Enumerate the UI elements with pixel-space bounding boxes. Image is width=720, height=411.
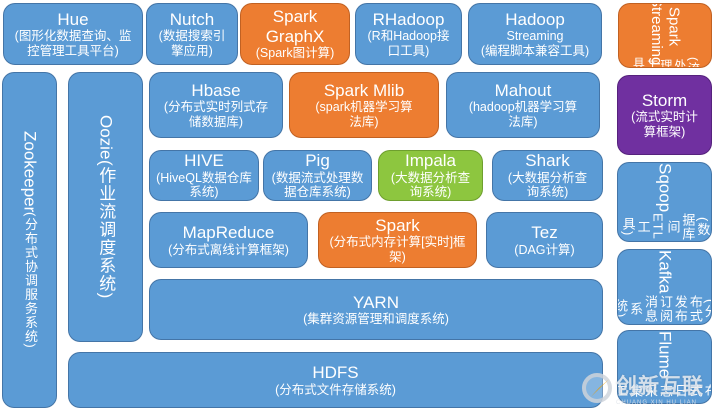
hadoop-streaming-subtitle: Streaming xyxy=(506,29,564,44)
sqoop-box: Sqoop (数据库间ETL工具) xyxy=(617,162,712,242)
shark-desc: (大数据分析查询系统) xyxy=(507,170,588,200)
zookeeper-box: Zookeeper (分布式协调服务系统) xyxy=(2,72,57,408)
hdfs-box: HDFS (分布式文件存储系统) xyxy=(68,352,603,408)
spark-graphx-box: Spark GraphX (Spark图计算) xyxy=(240,3,350,65)
nutch-title: Nutch xyxy=(169,9,215,29)
rhadoop-box: RHadoop (R和Hadoop接口工具) xyxy=(355,3,462,65)
flume-box: Flume (分布式日志采集工具) xyxy=(617,330,712,404)
spark-streaming-desc: (流处理工具) xyxy=(631,56,701,68)
hbase-desc: (分布式实时列式存储数据库) xyxy=(163,100,269,129)
pig-box: Pig (数据流式处理数据仓库系统) xyxy=(263,150,372,201)
mapreduce-title: MapReduce xyxy=(182,223,275,243)
kafka-desc: (分布式发布订阅消息系统) xyxy=(617,294,712,323)
oozie-title: Oozie xyxy=(96,115,116,160)
spark-box: Spark (分布式内存计算[实时]框架) xyxy=(318,212,477,268)
yarn-box: YARN (集群资源管理和调度系统) xyxy=(149,279,603,340)
spark-desc: (分布式内存计算[实时]框架) xyxy=(329,235,466,264)
spark-streaming-box: Spark Streaming (流处理工具) xyxy=(618,3,712,68)
flume-desc: (分布式日志采集工具) xyxy=(617,383,712,398)
spark-mlib-desc: (spark机器学习算法库) xyxy=(315,100,413,129)
hdfs-desc: (分布式文件存储系统) xyxy=(275,382,396,397)
spark-title: Spark xyxy=(375,215,420,235)
tez-desc: (DAG计算) xyxy=(514,242,575,257)
sqoop-desc: (数据库间ETL工具) xyxy=(620,212,711,241)
hbase-title: Hbase xyxy=(191,80,241,100)
impala-title: Impala xyxy=(404,151,457,171)
rhadoop-title: RHadoop xyxy=(372,9,445,29)
hive-box: HIVE (HiveQL数据仓库系统) xyxy=(149,150,259,201)
mapreduce-desc: (分布式离线计算框架) xyxy=(168,242,289,257)
yarn-desc: (集群资源管理和调度系统) xyxy=(303,312,449,327)
oozie-desc: (作业流调度系统) xyxy=(96,159,116,299)
mahout-desc: (hadoop机器学习算法库) xyxy=(468,100,578,129)
hadoop-streaming-box: Hadoop Streaming (编程脚本兼容工具) xyxy=(468,3,602,65)
hue-desc: (图形化数据查询、监控管理工具平台) xyxy=(14,29,132,58)
shark-box: Shark (大数据分析查询系统) xyxy=(492,150,603,201)
spark-mlib-title: Spark Mlib xyxy=(323,80,405,100)
spark-graphx-title: Spark GraphX xyxy=(265,7,325,46)
mahout-box: Mahout (hadoop机器学习算法库) xyxy=(446,72,600,138)
hive-desc: (HiveQL数据仓库系统) xyxy=(156,170,252,200)
watermark-cn: 创新互联 xyxy=(616,375,704,398)
shark-title: Shark xyxy=(525,151,570,171)
spark-mlib-box: Spark Mlib (spark机器学习算法库) xyxy=(289,72,439,138)
kafka-box: Kafka (分布式发布订阅消息系统) xyxy=(617,249,712,325)
nutch-desc: (数据搜索引擎应用) xyxy=(158,29,226,58)
tez-title: Tez xyxy=(531,223,558,243)
watermark: 创新互联 CHUANG XIN HU LIAN xyxy=(582,366,720,410)
hue-title: Hue xyxy=(57,9,89,29)
hbase-box: Hbase (分布式实时列式存储数据库) xyxy=(149,72,283,138)
hadoop-streaming-title: Hadoop xyxy=(505,9,565,29)
mapreduce-box: MapReduce (分布式离线计算框架) xyxy=(149,212,308,268)
zookeeper-title: Zookeeper xyxy=(20,131,40,213)
pig-title: Pig xyxy=(305,151,330,171)
spark-graphx-desc: (Spark图计算) xyxy=(255,46,335,61)
hive-title: HIVE xyxy=(184,151,224,171)
mahout-title: Mahout xyxy=(494,80,552,100)
zookeeper-desc: (分布式协调服务系统) xyxy=(22,212,38,349)
spark-streaming-title: Spark Streaming xyxy=(648,3,683,65)
tez-box: Tez (DAG计算) xyxy=(486,212,603,268)
yarn-title: YARN xyxy=(353,292,399,312)
hadoop-streaming-desc: (编程脚本兼容工具) xyxy=(480,43,590,58)
hue-box: Hue (图形化数据查询、监控管理工具平台) xyxy=(3,3,143,65)
watermark-logo-icon xyxy=(582,373,612,403)
rhadoop-desc: (R和Hadoop接口工具) xyxy=(367,29,450,58)
hdfs-title: HDFS xyxy=(312,363,359,383)
storm-box: Storm (流式实时计算框架) xyxy=(617,75,712,155)
pig-desc: (数据流式处理数据仓库系统) xyxy=(271,170,364,200)
kafka-title: Kafka xyxy=(655,250,675,294)
nutch-box: Nutch (数据搜索引擎应用) xyxy=(146,3,238,65)
impala-box: Impala (大数据分析查询系统) xyxy=(378,150,483,201)
oozie-box: Oozie (作业流调度系统) xyxy=(68,72,143,342)
impala-desc: (大数据分析查询系统) xyxy=(390,170,471,200)
watermark-en: CHUANG XIN HU LIAN xyxy=(616,400,698,406)
storm-title: Storm xyxy=(641,90,688,110)
storm-desc: (流式实时计算框架) xyxy=(631,110,698,139)
flume-title: Flume xyxy=(655,331,675,379)
sqoop-title: Sqoop xyxy=(655,163,675,213)
